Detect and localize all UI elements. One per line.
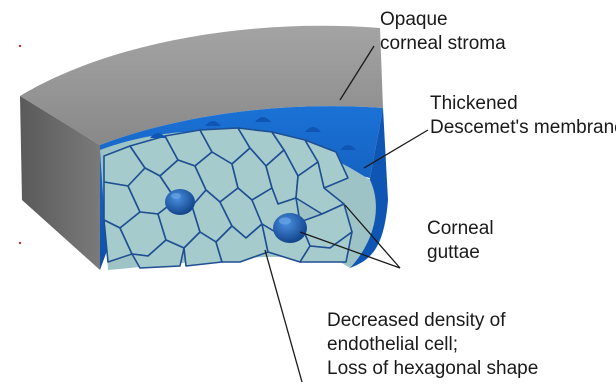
label-line: corneal stroma (380, 32, 506, 56)
label-line: guttae (427, 241, 494, 265)
endothelial-cells (104, 128, 352, 268)
gutta-right (273, 213, 307, 243)
gutta-left (165, 189, 195, 215)
margin-dot-bottom (19, 242, 21, 244)
label-endothelial-changes: Decreased density of endothelial cell; L… (327, 309, 538, 381)
label-thickened-descemet-membrane: Thickened Descemet's membrane (430, 92, 616, 140)
margin-dot-top (19, 45, 21, 47)
gutta-right-highlight (279, 218, 291, 225)
label-line: endothelial cell; (327, 333, 538, 357)
label-line: Opaque (380, 8, 506, 32)
label-line: Decreased density of (327, 309, 538, 333)
label-line: Loss of hexagonal shape (327, 357, 538, 381)
label-line: Descemet's membrane (430, 116, 616, 140)
label-opaque-corneal-stroma: Opaque corneal stroma (380, 8, 506, 56)
label-line: Corneal (427, 217, 494, 241)
label-line: Thickened (430, 92, 616, 116)
endothelium-leader (265, 250, 302, 382)
label-corneal-guttae: Corneal guttae (427, 217, 494, 265)
gutta-left-highlight (171, 193, 181, 199)
